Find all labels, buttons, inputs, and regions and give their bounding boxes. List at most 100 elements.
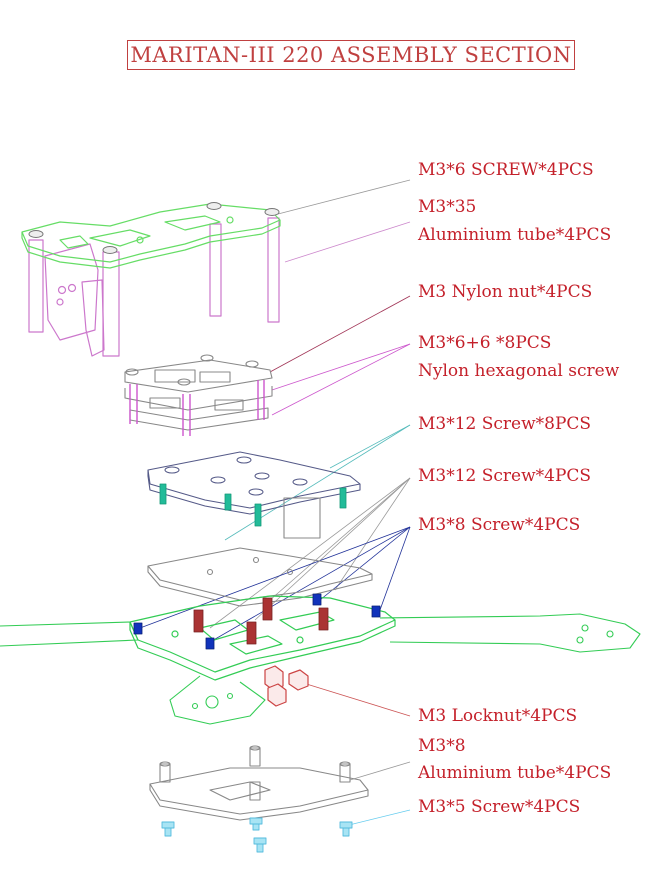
nylon-nut bbox=[245, 360, 259, 368]
leader-m3x6-screw bbox=[277, 179, 411, 215]
pdb-mid-board bbox=[124, 386, 273, 411]
leader-m3x12-4-a bbox=[334, 477, 411, 591]
top-plate-assembly bbox=[21, 202, 281, 357]
m3x8-tube bbox=[159, 763, 171, 783]
side-bracket bbox=[44, 243, 99, 341]
top-plate-edge bbox=[21, 220, 281, 269]
main-frame bbox=[0, 593, 641, 725]
bottom-plate-cutout bbox=[209, 781, 271, 801]
top-plate-cutout bbox=[89, 229, 151, 247]
leader-m3x12-4-d bbox=[209, 477, 411, 629]
m3x8-tube bbox=[339, 763, 351, 783]
standoff-rear-right bbox=[267, 217, 280, 323]
callout-m3x8-screw: M3*8 Screw*4PCS bbox=[418, 515, 581, 535]
m3x8-blue-screws bbox=[133, 593, 381, 650]
leader-m3x5-screw bbox=[344, 809, 411, 827]
m3x6-top-screws bbox=[28, 202, 280, 254]
top-plate-cutout bbox=[164, 215, 221, 231]
camera-mount-block bbox=[283, 497, 321, 539]
pdb-component bbox=[154, 369, 196, 383]
callout-m3x12-screw-8: M3*12 Screw*8PCS bbox=[418, 414, 592, 434]
nylon-nut bbox=[177, 378, 191, 386]
motor-hole bbox=[576, 636, 584, 644]
top-plate bbox=[21, 203, 281, 269]
callout-m3x35: M3*35 bbox=[418, 197, 477, 217]
frame-hole bbox=[171, 630, 179, 638]
callout-nylon-nut: M3 Nylon nut*4PCS bbox=[418, 282, 593, 302]
leader-nylon-hex-1 bbox=[271, 343, 411, 391]
nylon-spacers bbox=[129, 380, 265, 436]
side-bracket-2 bbox=[81, 279, 105, 357]
pdb-stack bbox=[124, 354, 273, 436]
leader-m3x8-a bbox=[379, 526, 411, 611]
assembly-title: MARITAN-III 220 ASSEMBLY SECTION bbox=[127, 40, 575, 70]
leader-nylon-nut bbox=[269, 295, 411, 373]
callout-m3x5-screw: M3*5 Screw*4PCS bbox=[418, 797, 581, 817]
callout-m3x6-screw: M3*6 SCREW*4PCS bbox=[418, 160, 594, 180]
m3x12-red-spacers bbox=[193, 597, 329, 645]
callout-m3x8: M3*8 bbox=[418, 736, 466, 756]
m3x12-green-screws bbox=[159, 483, 347, 527]
top-plate-outline bbox=[21, 203, 281, 263]
frame-cutout bbox=[279, 611, 335, 631]
nylon-nut bbox=[125, 368, 139, 376]
leader-m3x8-c bbox=[209, 526, 411, 643]
m3x5-bottom-screws bbox=[161, 817, 353, 853]
pdb-top-board bbox=[124, 359, 273, 393]
leader-m3x8-tube bbox=[349, 761, 411, 781]
pdb-component bbox=[199, 371, 231, 383]
screw-head bbox=[264, 208, 280, 216]
pdb-lower-board bbox=[129, 407, 269, 431]
leader-m3x35-tube bbox=[284, 221, 411, 263]
bracket-hole bbox=[57, 285, 67, 295]
front-arm bbox=[169, 675, 266, 725]
bottom-plate-assembly bbox=[149, 745, 369, 853]
m3-locknuts bbox=[264, 665, 309, 707]
m3x8-tube bbox=[249, 781, 261, 801]
motor-hole bbox=[205, 695, 219, 709]
plate-bosses bbox=[164, 456, 308, 496]
pdb-component bbox=[214, 399, 244, 411]
leader-nylon-hex-2 bbox=[271, 343, 411, 416]
callout-alu-tube-8: Aluminium tube*4PCS bbox=[418, 763, 612, 783]
leader-locknut bbox=[299, 681, 411, 717]
screw-head bbox=[102, 246, 118, 254]
callout-m3x12-screw-4: M3*12 Screw*4PCS bbox=[418, 466, 592, 486]
m3x8-tube bbox=[249, 747, 261, 767]
top-plate-hole bbox=[136, 236, 144, 244]
callout-alu-tube-35: Aluminium tube*4PCS bbox=[418, 225, 612, 245]
left-arm bbox=[0, 621, 139, 647]
leader-m3x8-b bbox=[319, 526, 411, 601]
leader-m3x8-d bbox=[139, 526, 411, 629]
standoff-rear-mid bbox=[209, 223, 222, 317]
pdb-component bbox=[149, 397, 181, 409]
motor-hole bbox=[581, 624, 589, 632]
top-plate-cutout bbox=[59, 235, 89, 249]
screw-head bbox=[28, 230, 44, 238]
frame-center bbox=[129, 595, 396, 681]
leader-m3x12-4-b bbox=[269, 477, 411, 601]
callout-m3x6-6: M3*6+6 *8PCS bbox=[418, 333, 552, 353]
standoff-front-left bbox=[28, 239, 44, 333]
motor-hole bbox=[606, 630, 614, 638]
bracket-hole bbox=[56, 298, 64, 306]
nylon-nut bbox=[200, 354, 214, 362]
bottom-plate bbox=[149, 767, 369, 815]
camera-plate bbox=[147, 451, 361, 509]
leader-lines bbox=[139, 179, 411, 827]
bracket-hole bbox=[67, 283, 77, 293]
middle-plate bbox=[147, 547, 373, 607]
screw-head bbox=[206, 202, 222, 210]
frame-hole bbox=[296, 636, 304, 644]
motor-hole bbox=[191, 702, 199, 710]
top-plate-hole bbox=[226, 216, 234, 224]
motor-hole bbox=[226, 692, 234, 700]
leader-m3x12-8-b bbox=[224, 424, 411, 541]
callout-locknut: M3 Locknut*4PCS bbox=[418, 706, 578, 726]
camera-plate-assembly bbox=[147, 451, 361, 539]
leader-m3x12-8-a bbox=[329, 424, 411, 469]
callout-nylon-hex-screw: Nylon hexagonal screw bbox=[418, 361, 620, 381]
frame-cutout bbox=[199, 619, 249, 641]
right-arm bbox=[379, 613, 641, 653]
